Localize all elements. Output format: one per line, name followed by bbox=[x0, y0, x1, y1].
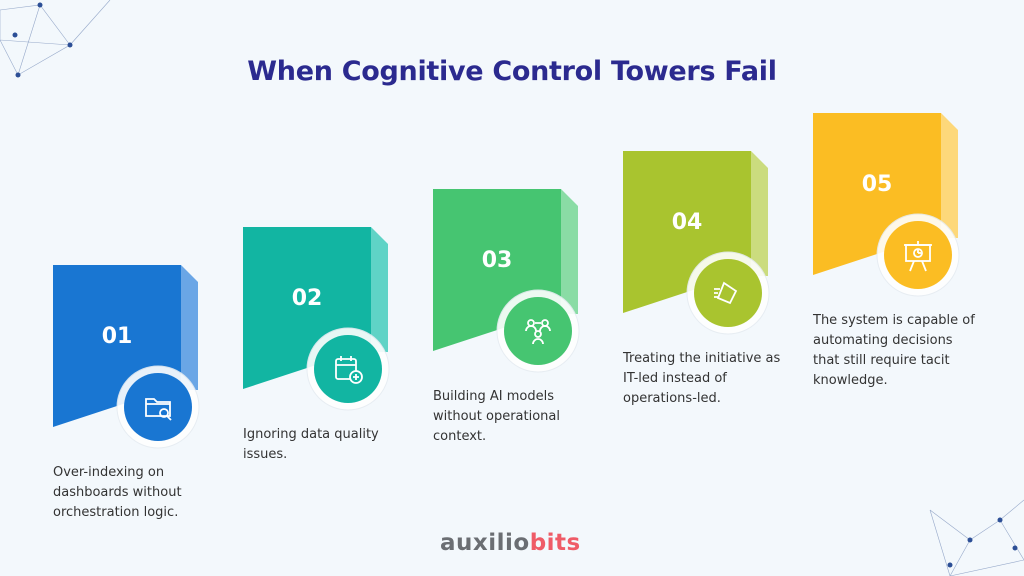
step-panel-3: 03 bbox=[433, 189, 580, 373]
panel-side bbox=[751, 151, 768, 276]
network-dots-bottom-right bbox=[947, 517, 1018, 568]
step-description: The system is capable of automating deci… bbox=[813, 313, 975, 388]
step-description: Over-indexing on dashboards without orch… bbox=[53, 465, 182, 520]
step-panel-1: 01 bbox=[53, 265, 200, 449]
team-icon bbox=[525, 319, 551, 345]
panel-side bbox=[561, 189, 578, 314]
folder-search-icon bbox=[145, 398, 172, 421]
step-description: Building AI models without operational c… bbox=[433, 389, 560, 444]
step-description: Ignoring data quality issues. bbox=[243, 427, 379, 462]
tag-icon bbox=[714, 281, 738, 305]
network-decoration-top-left bbox=[0, 0, 111, 76]
step-number: 01 bbox=[102, 324, 133, 349]
step-panel-2: 02 bbox=[243, 227, 390, 411]
panel-side bbox=[181, 265, 198, 390]
page-title: When Cognitive Control Towers Fail bbox=[247, 56, 777, 87]
panel-side bbox=[371, 227, 388, 352]
step-number: 05 bbox=[862, 172, 893, 197]
step-panel-5: 05 bbox=[813, 113, 960, 297]
panel-side bbox=[941, 113, 958, 238]
step-number: 04 bbox=[672, 210, 703, 235]
auxiliobits-logo: auxiliobits bbox=[440, 530, 581, 556]
step-panel-4: 04 bbox=[623, 151, 770, 335]
step-number: 02 bbox=[292, 286, 323, 311]
network-decoration-bottom-right bbox=[929, 499, 1024, 576]
step-number: 03 bbox=[482, 248, 513, 273]
presentation-icon bbox=[904, 241, 932, 272]
network-dots-top-left bbox=[12, 2, 73, 78]
calendar-add-icon bbox=[335, 356, 363, 384]
step-description: Treating the initiative as IT-led instea… bbox=[623, 351, 781, 406]
